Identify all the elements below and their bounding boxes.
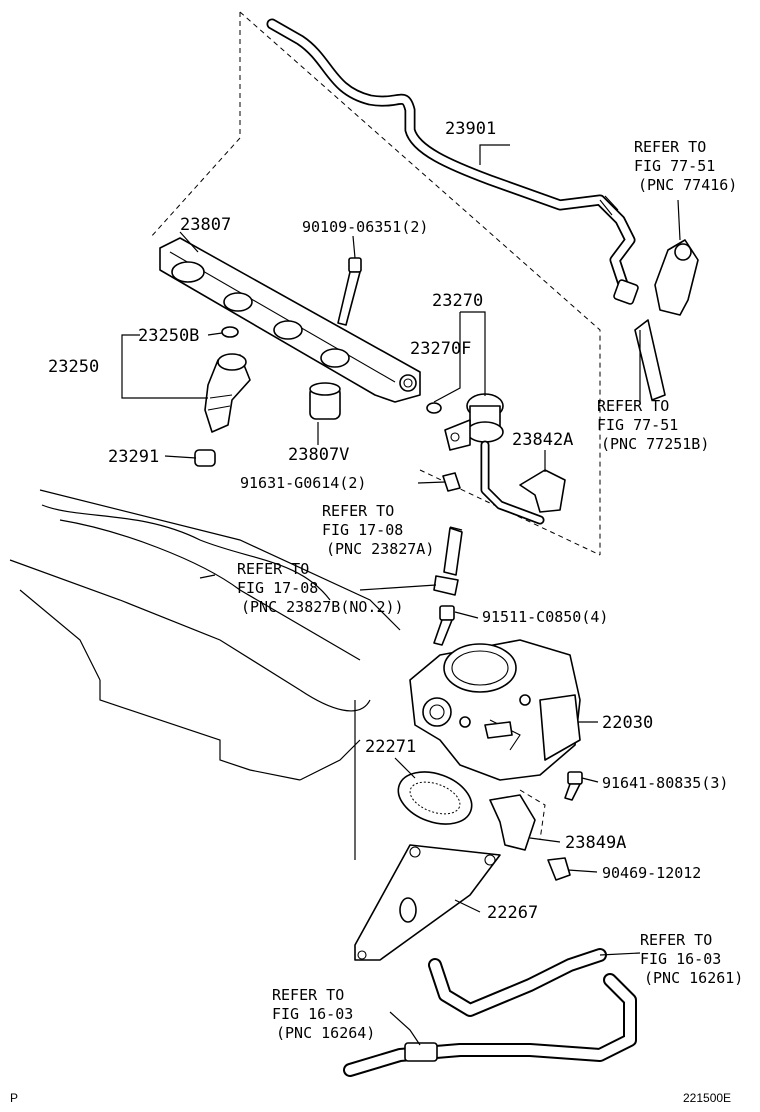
svg-text:REFER TO: REFER TO bbox=[640, 931, 712, 949]
figure-code: 221500E bbox=[683, 1091, 731, 1105]
svg-text:REFER TO: REFER TO bbox=[597, 397, 669, 415]
svg-text:(PNC 16264): (PNC 16264) bbox=[276, 1024, 375, 1042]
label-22271: 22271 bbox=[365, 737, 416, 757]
refer-16261: REFER TO FIG 16-03 (PNC 16261) bbox=[640, 931, 743, 987]
svg-text:FIG 16-03: FIG 16-03 bbox=[272, 1005, 353, 1023]
label-23901: 23901 bbox=[445, 119, 496, 139]
throttle-body-22030 bbox=[409, 639, 581, 781]
label-22267: 22267 bbox=[487, 903, 538, 923]
fuel-rail-23807 bbox=[159, 237, 421, 403]
refer-16264: REFER TO FIG 16-03 (PNC 16264) bbox=[272, 986, 375, 1042]
svg-text:(PNC 23827B(NO.2)): (PNC 23827B(NO.2)) bbox=[241, 598, 404, 616]
svg-text:FIG 16-03: FIG 16-03 bbox=[640, 950, 721, 968]
refer-23827b: REFER TO FIG 17-08 (PNC 23827B(NO.2)) bbox=[237, 560, 404, 616]
svg-text:(PNC 23827A): (PNC 23827A) bbox=[326, 540, 434, 558]
label-90469: 90469-12012 bbox=[602, 864, 701, 882]
label-23270: 23270 bbox=[432, 291, 483, 311]
label-23250b: 23250B bbox=[138, 326, 199, 346]
clip-90469 bbox=[547, 857, 571, 881]
water-hoses bbox=[343, 948, 637, 1077]
bolt-91511 bbox=[433, 605, 455, 646]
intake-manifold-outline bbox=[9, 489, 401, 860]
svg-text:FIG 77-51: FIG 77-51 bbox=[597, 416, 678, 434]
svg-text:FIG 17-08: FIG 17-08 bbox=[237, 579, 318, 597]
bolt-91631 bbox=[442, 472, 461, 492]
label-23842a: 23842A bbox=[512, 430, 573, 450]
bolt-90109 bbox=[337, 257, 362, 326]
label-22030: 22030 bbox=[602, 713, 653, 733]
injector-23250 bbox=[204, 326, 251, 433]
insulator-23291 bbox=[194, 449, 216, 467]
bracket-23849a bbox=[489, 789, 546, 851]
fuel-hose-23901 bbox=[266, 18, 639, 305]
label-23250: 23250 bbox=[48, 357, 99, 377]
label-91631: 91631-G0614(2) bbox=[240, 474, 366, 492]
stay-22267 bbox=[354, 844, 501, 961]
label-23849a: 23849A bbox=[565, 833, 626, 853]
svg-text:(PNC 77416): (PNC 77416) bbox=[638, 176, 737, 194]
svg-text:REFER TO: REFER TO bbox=[322, 502, 394, 520]
label-91641: 91641-80835(3) bbox=[602, 774, 728, 792]
label-91511: 91511-C0850(4) bbox=[482, 608, 608, 626]
pressure-regulator-23270 bbox=[426, 393, 545, 525]
label-23270f: 23270F bbox=[410, 339, 471, 359]
footer-left-mark: P bbox=[10, 1091, 18, 1105]
svg-text:(PNC 16261): (PNC 16261) bbox=[644, 969, 743, 987]
svg-text:REFER TO: REFER TO bbox=[272, 986, 344, 1004]
gasket-22271 bbox=[397, 771, 473, 825]
clamp-23842a bbox=[519, 469, 566, 513]
leader-lines bbox=[121, 144, 681, 1046]
svg-text:(PNC 77251B): (PNC 77251B) bbox=[601, 435, 709, 453]
refer-23827a: REFER TO FIG 17-08 (PNC 23827A) bbox=[322, 502, 434, 558]
group-outline-right bbox=[239, 11, 601, 555]
group-outline-left bbox=[149, 137, 241, 239]
refer-77416: REFER TO FIG 77-51 (PNC 77416) bbox=[634, 138, 737, 194]
svg-text:FIG 77-51: FIG 77-51 bbox=[634, 157, 715, 175]
spacer-23807v bbox=[309, 382, 341, 420]
label-23291: 23291 bbox=[108, 447, 159, 467]
bolt-91641 bbox=[564, 771, 583, 801]
svg-text:REFER TO: REFER TO bbox=[634, 138, 706, 156]
refer-77251b: REFER TO FIG 77-51 (PNC 77251B) bbox=[597, 397, 709, 453]
svg-text:REFER TO: REFER TO bbox=[237, 560, 309, 578]
label-90109: 90109-06351(2) bbox=[302, 218, 428, 236]
label-23807: 23807 bbox=[180, 215, 231, 235]
connector-77416 bbox=[634, 239, 699, 401]
vacuum-hose bbox=[433, 527, 463, 596]
label-23807v: 23807V bbox=[288, 445, 349, 465]
svg-text:FIG 17-08: FIG 17-08 bbox=[322, 521, 403, 539]
